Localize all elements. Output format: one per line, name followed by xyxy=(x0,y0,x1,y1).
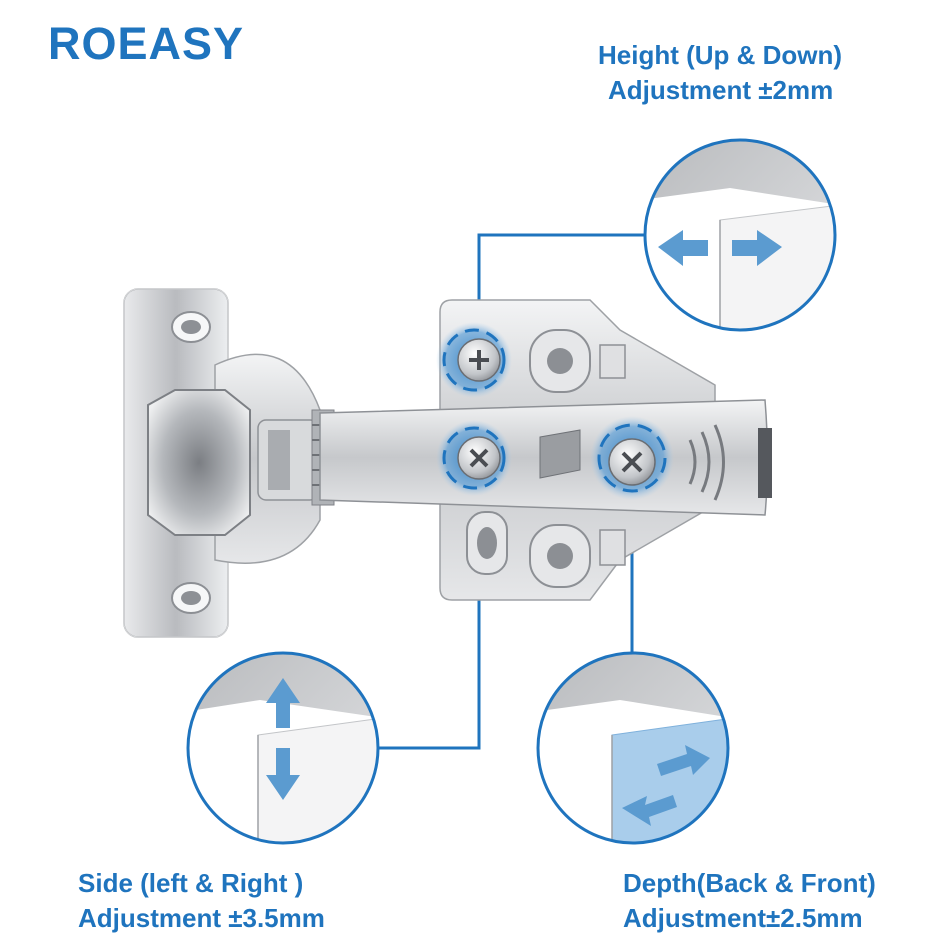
depth-adjustment-caption: Depth(Back & Front) Adjustment±2.5mm xyxy=(623,866,876,936)
side-adjustment-caption: Side (left & Right ) Adjustment ±3.5mm xyxy=(78,866,325,936)
side-adjustment-callout xyxy=(186,651,380,845)
hinge-arm xyxy=(319,399,772,516)
height-adjustment-screw xyxy=(436,322,512,398)
height-adjustment-callout xyxy=(643,138,837,332)
brand-logo: ROEASY xyxy=(48,18,245,69)
height-adjustment-caption: Height (Up & Down) Adjustment ±2mm xyxy=(598,38,842,108)
side-caption-line2: Adjustment ±3.5mm xyxy=(78,903,325,933)
depth-caption-line1: Depth(Back & Front) xyxy=(623,868,876,898)
side-caption-line1: Side (left & Right ) xyxy=(78,868,304,898)
side-adjustment-screw xyxy=(436,420,512,496)
depth-adjustment-screw xyxy=(590,416,674,500)
arrow-left-icon xyxy=(658,230,708,266)
height-caption-line1: Height (Up & Down) xyxy=(598,40,843,70)
depth-caption-line2: Adjustment±2.5mm xyxy=(623,903,863,933)
arrow-right-icon xyxy=(732,230,782,266)
arrow-front-icon xyxy=(622,795,677,826)
arrow-down-icon xyxy=(266,748,300,800)
arrow-back-icon xyxy=(657,745,710,776)
height-caption-line2: Adjustment ±2mm xyxy=(608,75,834,105)
hinge-cup xyxy=(147,353,335,564)
arrow-up-icon xyxy=(266,678,300,728)
depth-adjustment-callout xyxy=(536,651,730,845)
